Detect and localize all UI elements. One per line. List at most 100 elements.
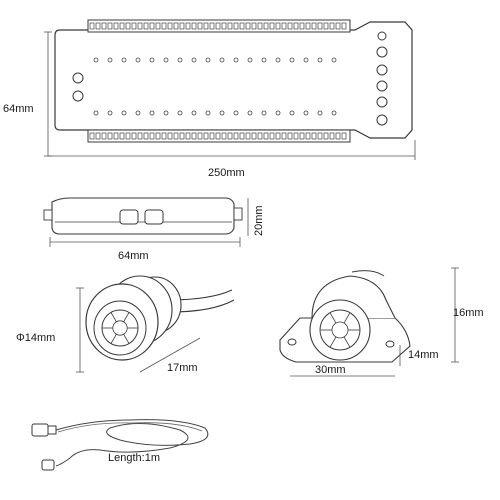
terminal-pin — [143, 132, 149, 140]
terminal-pin — [185, 22, 191, 30]
led-hole — [149, 57, 155, 63]
terminal-pin — [185, 132, 191, 140]
terminal-pin — [233, 132, 239, 140]
terminal-pin — [239, 22, 245, 30]
terminal-pin — [275, 132, 281, 140]
terminal-pin — [155, 132, 161, 140]
led-hole — [247, 110, 253, 116]
terminal-pin — [275, 22, 281, 30]
terminal-pin — [197, 22, 203, 30]
terminal-pin — [161, 132, 167, 140]
terminal-pin — [263, 22, 269, 30]
terminal-pin — [299, 132, 305, 140]
terminal-pin — [317, 132, 323, 140]
terminal-pin — [335, 132, 341, 140]
terminal-pin — [137, 22, 143, 30]
terminal-pin — [113, 132, 119, 140]
round-sensor: Φ14mm 17mm — [16, 275, 235, 374]
bracket-sensor-lens — [319, 309, 361, 351]
cable-connector-left — [31, 423, 49, 437]
led-hole — [177, 110, 183, 116]
side-height-label: 20mm — [253, 205, 265, 236]
led-hole — [93, 110, 99, 116]
round-length-label: 17mm — [167, 362, 198, 374]
terminal-pin — [257, 22, 263, 30]
terminal-pin — [287, 22, 293, 30]
led-hole — [247, 57, 253, 63]
right-button — [376, 64, 388, 76]
lower-led-row — [93, 110, 337, 116]
terminal-pin — [341, 132, 347, 140]
led-hole — [121, 57, 127, 63]
terminal-pin — [101, 22, 107, 30]
right-button-column — [376, 31, 388, 126]
terminal-pin — [173, 22, 179, 30]
terminal-pin — [269, 22, 275, 30]
terminal-pin — [197, 132, 203, 140]
bottom-terminal-pins — [89, 132, 347, 140]
right-button — [376, 114, 388, 126]
terminal-pin — [299, 22, 305, 30]
terminal-pin — [191, 132, 197, 140]
led-hole — [121, 110, 127, 116]
right-button — [376, 96, 388, 108]
led-hole — [107, 57, 113, 63]
terminal-pin — [143, 22, 149, 30]
terminal-pin — [167, 132, 173, 140]
cable-illustration: Length:1m — [31, 419, 209, 471]
led-hole — [261, 57, 267, 63]
terminal-pin — [107, 132, 113, 140]
led-hole — [261, 110, 267, 116]
led-hole — [205, 57, 211, 63]
terminal-pin — [101, 132, 107, 140]
terminal-pin — [221, 22, 227, 30]
terminal-pin — [149, 132, 155, 140]
terminal-pin — [263, 132, 269, 140]
terminal-pin — [149, 22, 155, 30]
side-connector-2 — [144, 209, 164, 225]
terminal-pin — [269, 132, 275, 140]
terminal-pin — [245, 132, 251, 140]
led-hole — [331, 57, 337, 63]
terminal-pin — [215, 22, 221, 30]
terminal-pin — [119, 132, 125, 140]
side-width-label: 64mm — [118, 250, 149, 262]
led-hole — [93, 57, 99, 63]
round-sensor-lens — [101, 309, 139, 347]
led-hole — [191, 110, 197, 116]
terminal-pin — [167, 22, 173, 30]
terminal-pin — [293, 22, 299, 30]
terminal-pin — [209, 22, 215, 30]
controller-side-view: 64mm 20mm — [43, 197, 265, 262]
terminal-pin — [227, 132, 233, 140]
terminal-pin — [95, 132, 101, 140]
terminal-pin — [107, 22, 113, 30]
terminal-pin — [257, 132, 263, 140]
led-hole — [303, 57, 309, 63]
bracket-sensor: 30mm 14mm 16mm — [279, 267, 484, 377]
round-diameter-label: Φ14mm — [16, 332, 55, 344]
controller-height-label: 64mm — [3, 103, 34, 115]
controller-top-view: 64mm 250mm — [3, 19, 416, 179]
led-hole — [163, 57, 169, 63]
controller-width-label: 250mm — [208, 167, 245, 179]
led-hole — [177, 57, 183, 63]
led-hole — [205, 110, 211, 116]
led-hole — [191, 57, 197, 63]
side-connector-1 — [119, 209, 139, 225]
bracket-height-label: 16mm — [453, 307, 484, 319]
terminal-pin — [287, 132, 293, 140]
bracket-width-label: 30mm — [315, 364, 346, 376]
terminal-pin — [89, 132, 95, 140]
terminal-pin — [281, 132, 287, 140]
led-hole — [317, 57, 323, 63]
terminal-pin — [323, 132, 329, 140]
terminal-pin — [173, 132, 179, 140]
terminal-pin — [131, 132, 137, 140]
terminal-pin — [233, 22, 239, 30]
led-hole — [303, 110, 309, 116]
bracket-left-hole — [287, 338, 297, 346]
terminal-pin — [239, 132, 245, 140]
upper-led-row — [93, 57, 337, 63]
